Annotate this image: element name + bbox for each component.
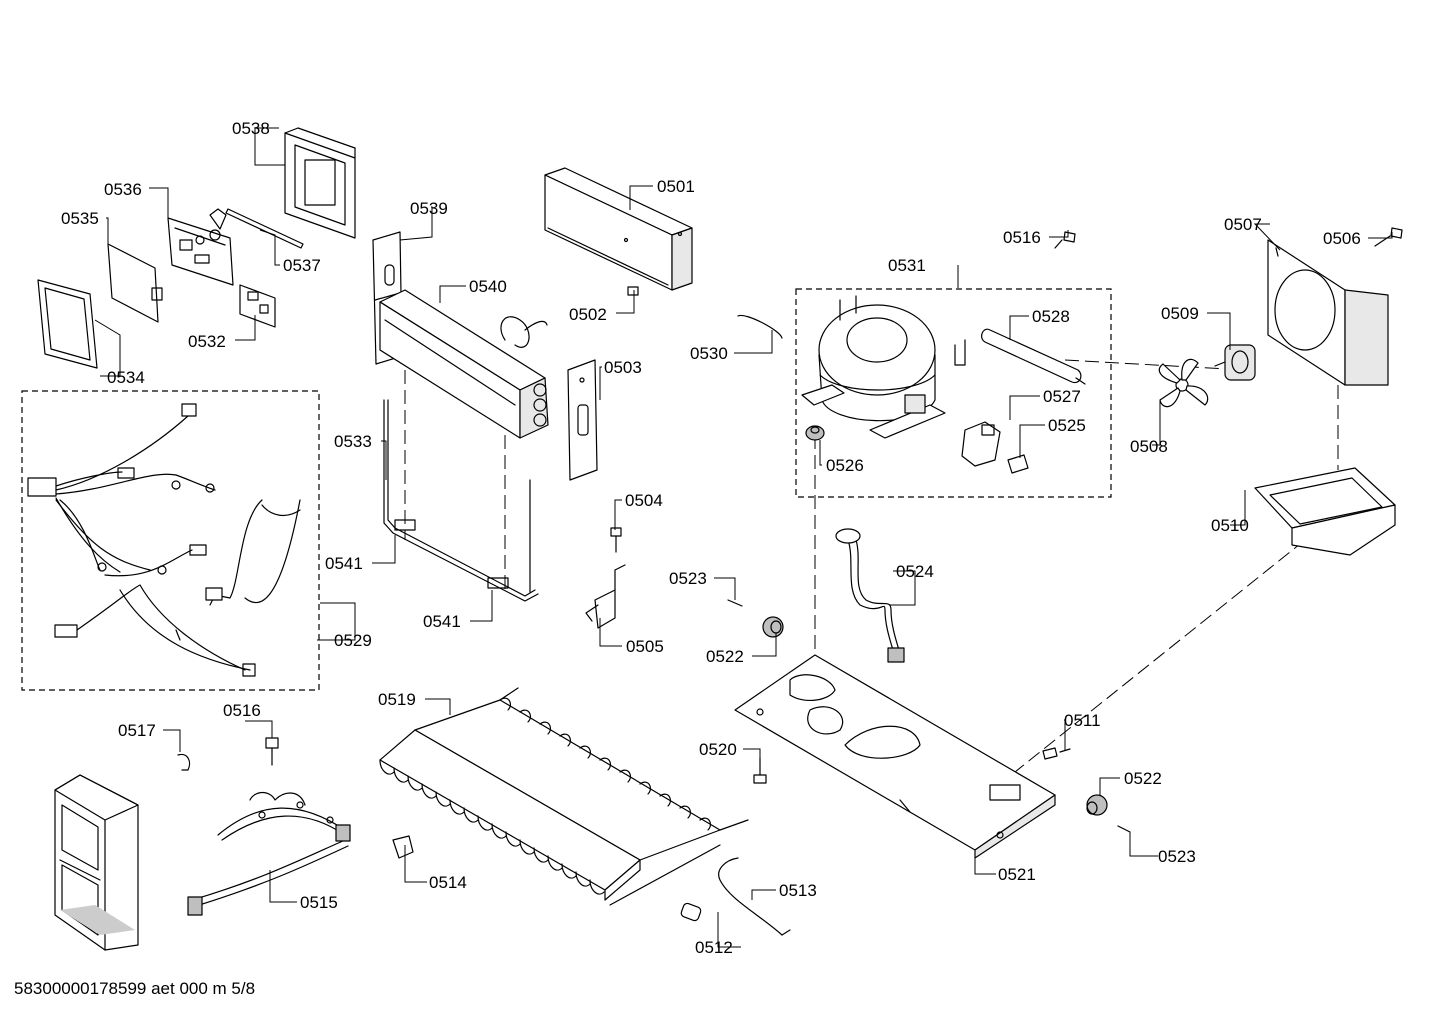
clamp-0530 — [737, 314, 783, 339]
callout-0522-right: 0522 — [1124, 769, 1162, 788]
clip-0514 — [392, 835, 414, 859]
callout-0509: 0509 — [1161, 304, 1199, 323]
board-cover-0535 — [107, 243, 163, 323]
callout-0516-bottom: 0516 — [223, 701, 261, 720]
callout-0539: 0539 — [410, 199, 448, 218]
starter-relay-0527 — [961, 421, 1001, 467]
drain-bracket-0503 — [567, 359, 598, 481]
filter-drier-0528 — [981, 328, 1086, 385]
callout-0541-a: 0541 — [325, 554, 363, 573]
callout-0533: 0533 — [334, 432, 372, 451]
screw-0516-bottom — [265, 737, 279, 766]
wiring-harness-group-frame — [21, 390, 320, 691]
callout-0534: 0534 — [107, 368, 145, 387]
callout-0530: 0530 — [690, 344, 728, 363]
callout-0512: 0512 — [695, 938, 733, 957]
callout-0514: 0514 — [429, 873, 467, 892]
callout-0516-top: 0516 — [1003, 228, 1041, 247]
callout-0529: 0529 — [334, 631, 372, 650]
screw-0506 — [1374, 227, 1403, 247]
pin-0523-right — [1117, 825, 1131, 833]
callout-0504: 0504 — [625, 491, 663, 510]
callout-0525: 0525 — [1048, 416, 1086, 435]
callout-0522-left: 0522 — [706, 647, 744, 666]
callout-0532: 0532 — [188, 332, 226, 351]
mount-bracket-0505 — [585, 564, 626, 629]
callout-0506: 0506 — [1323, 229, 1361, 248]
callout-0521: 0521 — [998, 865, 1036, 884]
callout-0501: 0501 — [657, 177, 695, 196]
callout-0535: 0535 — [61, 209, 99, 228]
callout-0524: 0524 — [896, 562, 934, 581]
callout-0510: 0510 — [1211, 516, 1249, 535]
callout-0536: 0536 — [104, 180, 142, 199]
appliance-locator-thumbnail — [54, 774, 139, 951]
callout-0517: 0517 — [118, 721, 156, 740]
callout-0505: 0505 — [626, 637, 664, 656]
connecting-tube-0524 — [835, 528, 905, 663]
callout-0502: 0502 — [569, 305, 607, 324]
cable-harness-0515 — [187, 791, 351, 916]
callout-0513: 0513 — [779, 881, 817, 900]
callout-0527: 0527 — [1043, 387, 1081, 406]
drain-tube-0513 — [718, 857, 791, 936]
grommet-0522-left — [762, 616, 784, 638]
callout-labels: 0538 0536 0535 0537 0532 0534 0539 0540 … — [61, 119, 1361, 957]
callout-0520: 0520 — [699, 740, 737, 759]
condenser-0519 — [379, 687, 749, 906]
callout-0523-left: 0523 — [669, 569, 707, 588]
fan-blade-0508 — [1158, 358, 1209, 408]
protector-plug-0525 — [1007, 454, 1029, 474]
control-housing-bracket-0538 — [284, 127, 356, 239]
callout-0507: 0507 — [1224, 215, 1262, 234]
clip-0502 — [627, 286, 639, 296]
callout-0537: 0537 — [283, 256, 321, 275]
callout-0531: 0531 — [888, 256, 926, 275]
evaporator-0540 — [379, 289, 549, 439]
screw-0511 — [1042, 747, 1071, 760]
callout-0538: 0538 — [232, 119, 270, 138]
callout-0540: 0540 — [469, 277, 507, 296]
wiring-harness-0529 — [27, 403, 301, 677]
compressor-0531 — [801, 295, 966, 439]
fan-motor-0509 — [1214, 344, 1256, 381]
sealing-strip-0537 — [225, 208, 304, 249]
callout-0528: 0528 — [1032, 307, 1070, 326]
callout-0508: 0508 — [1130, 437, 1168, 456]
callout-0523-right: 0523 — [1158, 847, 1196, 866]
control-board-0536 — [167, 208, 234, 286]
screw-0516-top — [1054, 231, 1076, 249]
callout-0519: 0519 — [378, 690, 416, 709]
defrost-heater-0533 — [383, 399, 539, 602]
screw-0520 — [753, 757, 767, 784]
sleeve-0512 — [680, 902, 702, 922]
compressor-group-frame — [795, 288, 1112, 498]
fan-shroud-0507 — [1267, 239, 1389, 386]
leader-lines — [94, 127, 1393, 948]
grommet-0526 — [805, 425, 825, 441]
callout-0526: 0526 — [826, 456, 864, 475]
frame-plate-0534 — [37, 279, 98, 369]
clip-0517 — [177, 753, 191, 771]
compressor-base-plate-0521 — [734, 654, 1056, 859]
grommet-0522-right — [1086, 794, 1108, 816]
air-duct-housing-0501 — [544, 167, 693, 291]
callout-0511: 0511 — [1064, 711, 1101, 730]
sub-board-0532 — [239, 284, 276, 328]
callout-0515: 0515 — [300, 893, 338, 912]
document-footer-code: 58300000178599 aet 000 m 5/8 — [14, 979, 256, 998]
callout-0541-b: 0541 — [423, 612, 461, 631]
callout-0503: 0503 — [604, 358, 642, 377]
screw-0504 — [610, 527, 622, 553]
compressor-tray-0510 — [1254, 467, 1396, 556]
pin-0523-left — [727, 599, 743, 607]
